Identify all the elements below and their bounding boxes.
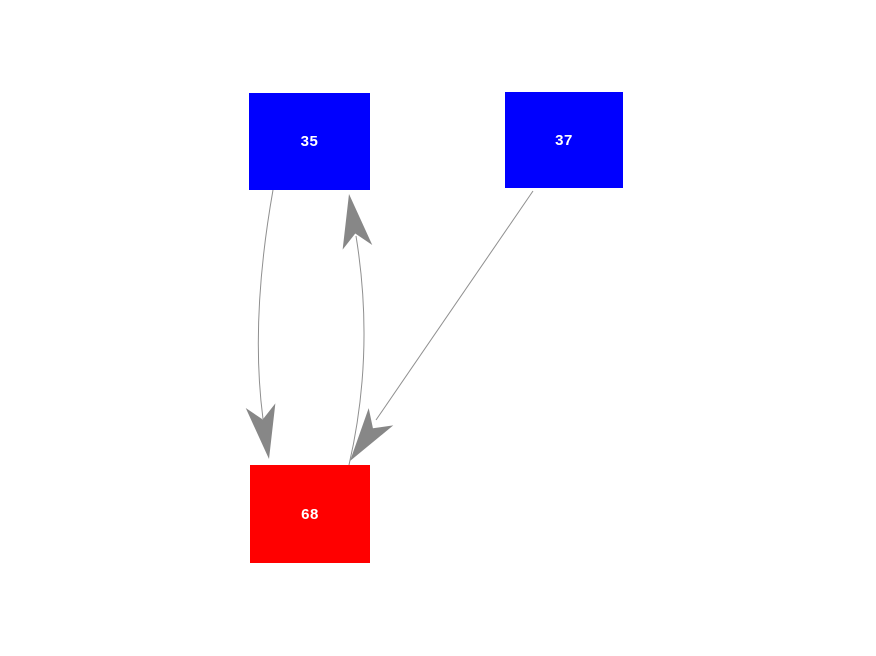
edge-line-37-68 [375, 190, 534, 421]
arrowhead-icon-68-35 [342, 194, 373, 250]
edge-line-68-35 [348, 235, 365, 466]
graph-node-35: 35 [249, 93, 370, 190]
node-label-68: 68 [301, 505, 319, 523]
edge-line-35-68 [257, 189, 274, 420]
node-label-35: 35 [300, 133, 319, 150]
arrowhead-icon-35-68 [245, 403, 276, 459]
graph-node-68: 68 [250, 465, 370, 563]
arrowhead-icon-37-68 [350, 408, 394, 461]
graph-node-37: 37 [505, 92, 623, 188]
node-label-37: 37 [555, 131, 573, 149]
